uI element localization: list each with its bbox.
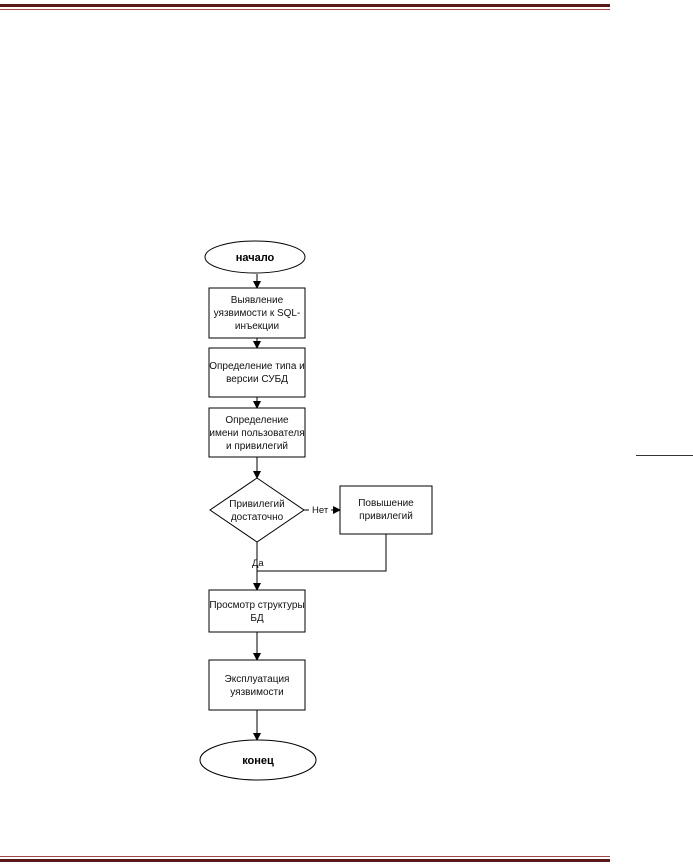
side-line1: Повышение bbox=[358, 498, 414, 509]
edge-side-merge bbox=[257, 534, 387, 572]
footer-rule bbox=[0, 859, 610, 862]
step4-line1: Просмотр структуры bbox=[209, 600, 304, 611]
step5-line1: Эксплуатация bbox=[225, 674, 290, 685]
header-rule-thin bbox=[0, 9, 610, 10]
step-view-db-structure bbox=[208, 589, 306, 633]
margin-mark bbox=[636, 455, 693, 456]
end-terminator bbox=[199, 739, 317, 781]
start-terminator bbox=[204, 240, 306, 274]
step-exploit-vulnerability bbox=[208, 659, 306, 711]
label-yes: Да bbox=[252, 558, 264, 569]
label-no: Нет bbox=[312, 505, 329, 516]
start-label: начало bbox=[236, 252, 275, 264]
end-label: конец bbox=[242, 755, 274, 767]
step-detect-vulnerability bbox=[208, 287, 306, 339]
step5-line2: уязвимости bbox=[230, 687, 283, 698]
decision-line1: Привилегий bbox=[229, 499, 284, 510]
header-rule bbox=[0, 4, 610, 7]
step1-line1: Выявление bbox=[231, 295, 284, 306]
step2-line1: Определение типа и bbox=[209, 361, 305, 372]
step1-line3: инъекции bbox=[235, 321, 279, 332]
step3-line2: имени пользователя bbox=[209, 428, 304, 439]
step-escalate-privileges bbox=[339, 485, 433, 535]
step2-line2: версии СУБД bbox=[226, 374, 288, 385]
step4-line2: БД bbox=[250, 613, 264, 624]
step3-line3: и привилегий bbox=[226, 441, 288, 452]
step3-line1: Определение bbox=[225, 415, 289, 426]
footer-rule-thin bbox=[0, 856, 610, 857]
decision-privileges bbox=[209, 477, 305, 543]
step-determine-dbms bbox=[208, 347, 306, 398]
decision-line2: достаточно bbox=[231, 512, 284, 523]
step1-line2: уязвимости к SQL- bbox=[214, 308, 301, 319]
side-line2: привилегий bbox=[359, 511, 413, 522]
step-determine-user bbox=[208, 407, 306, 458]
